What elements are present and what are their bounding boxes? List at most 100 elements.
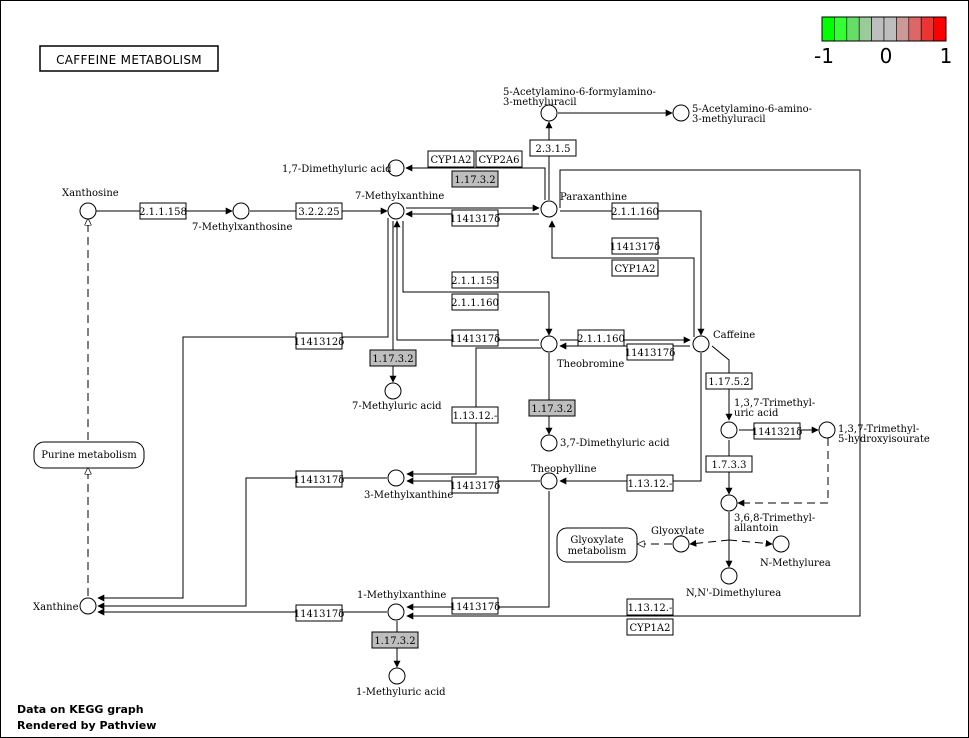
aamu-label-1: 5-Acetylamino-6-amino-: [692, 104, 812, 115]
theobromine-node[interactable]: [540, 335, 558, 353]
title-box: CAFFEINE METABOLISM: [39, 45, 219, 72]
enzyme-2-1-1-158[interactable]: 2.1.1.158: [139, 202, 187, 220]
enzyme-1141312b[interactable]: 1141312δ: [294, 332, 345, 350]
paraxanthine-node[interactable]: [540, 200, 558, 218]
n-methylurea-node[interactable]: [772, 535, 790, 553]
enzyme-1141317b-b[interactable]: 1141317δ: [610, 237, 661, 255]
enzyme-label: 1.13.12.-: [628, 603, 673, 614]
enzyme-2-1-1-160-c[interactable]: 2.1.1.160: [577, 329, 625, 347]
aamu-node[interactable]: [672, 104, 690, 122]
enzyme-label: 1.17.5.2: [708, 377, 749, 388]
enzyme-cyp1a2-mid[interactable]: CYP1A2: [611, 259, 659, 277]
caffeine-label: Caffeine: [713, 330, 755, 341]
enzyme-3-2-2-25[interactable]: 3.2.2.25: [295, 202, 343, 220]
trimethyluric-label-2: uric acid: [734, 408, 779, 419]
enzyme-cyp1a2-top[interactable]: CYP1A2: [427, 150, 475, 168]
scale-cell: [933, 16, 947, 42]
dashed-edges: [88, 219, 829, 596]
hydroxyisourate-label-1: 1,3,7-Trimethyl-: [838, 424, 919, 435]
allantoin-label-2: allantoin: [734, 523, 779, 534]
caffeine-node[interactable]: [692, 335, 710, 353]
scale-tick-max: 1: [940, 44, 953, 68]
enzyme-2-1-1-159[interactable]: 2.1.1.159: [451, 271, 499, 289]
glyoxylate-metabolism-map[interactable]: Glyoxylate metabolism: [556, 527, 638, 563]
enzyme-1141317b-h[interactable]: 1141317δ: [294, 604, 345, 622]
enzyme-2-1-1-160-b[interactable]: 2.1.1.160: [451, 293, 499, 311]
scale-tick-min: -1: [814, 44, 834, 68]
hydroxyisourate-node[interactable]: [818, 421, 836, 439]
enzyme-label: 1141317δ: [450, 602, 501, 613]
enzyme-1141317b-e[interactable]: 1141317δ: [294, 470, 345, 488]
scale-cell: [871, 16, 885, 42]
scale-cell: [821, 16, 835, 42]
scale-cell: [858, 16, 872, 42]
seven-methylxanthine-node[interactable]: [387, 202, 405, 220]
afmu-node[interactable]: [540, 104, 558, 122]
enzyme-label: 1.17.3.2: [372, 354, 413, 365]
enzyme-2-3-1-5[interactable]: 2.3.1.5: [529, 139, 577, 157]
glyoxylate-node[interactable]: [672, 535, 690, 553]
glyoxylate-label: Glyoxylate: [651, 526, 704, 537]
dimethyluric-37-label: 3,7-Dimethyluric acid: [560, 438, 670, 449]
enzyme-label: 1.17.3.2: [531, 404, 572, 415]
seven-methylxanthosine-node[interactable]: [232, 202, 250, 220]
enzyme-1-17-3-2-d[interactable]: 1.17.3.2: [371, 631, 419, 649]
enzyme-label: 1141317δ: [450, 214, 501, 225]
enzyme-1141321b[interactable]: 1141321δ: [752, 422, 803, 440]
enzyme-label: 1141317δ: [450, 334, 501, 345]
dimethyluric-37-node[interactable]: [540, 434, 558, 452]
enzyme-cyp2a6[interactable]: CYP2A6: [475, 150, 523, 168]
one-methylxanthine-node[interactable]: [387, 603, 405, 621]
xanthosine-label: Xanthosine: [62, 188, 119, 199]
reaction-edges: [96, 109, 861, 668]
three-methylxanthine-node[interactable]: [387, 469, 405, 487]
afmu-label-1: 5-Acetylamino-6-formylamino-: [503, 87, 656, 98]
scale-cell: [896, 16, 910, 42]
enzyme-1-17-5-2[interactable]: 1.17.5.2: [705, 372, 753, 390]
enzyme-1141317b-c[interactable]: 1141317δ: [450, 329, 501, 347]
enzyme-1141317b-f[interactable]: 1141317δ: [450, 476, 501, 494]
enzyme-label: 1.13.12.-: [628, 479, 673, 490]
enzyme-label: 1.13.12.-: [453, 411, 498, 422]
footer-line-2: Rendered by Pathview: [17, 719, 156, 732]
page-title: CAFFEINE METABOLISM: [56, 53, 202, 67]
enzyme-label: 2.1.1.160: [577, 334, 625, 345]
enzyme-1-13-12-b[interactable]: 1.13.12.-: [626, 474, 674, 492]
allantoin-node[interactable]: [720, 494, 738, 512]
enzyme-1-17-3-2-c[interactable]: 1.17.3.2: [528, 399, 576, 417]
scale-tick-mid: 0: [880, 44, 893, 68]
enzyme-label: 2.3.1.5: [536, 144, 571, 155]
hydroxyisourate-label-2: 5-hydroxyisourate: [838, 434, 930, 445]
theophylline-node[interactable]: [540, 472, 558, 490]
enzyme-cyp1a2-bot[interactable]: CYP1A2: [626, 618, 674, 636]
enzyme-label: 2.1.1.158: [139, 207, 187, 218]
scale-cell: [846, 16, 860, 42]
xanthine-node[interactable]: [79, 597, 97, 615]
one-methyluric-label: 1-Methyluric acid: [356, 687, 446, 698]
dimethyluric-17-node[interactable]: [387, 159, 405, 177]
xanthosine-node[interactable]: [79, 202, 97, 220]
enzyme-1-17-3-2-b[interactable]: 1.17.3.2: [369, 349, 417, 367]
enzyme-1-17-3-2-a[interactable]: 1.17.3.2: [451, 170, 499, 188]
purine-metabolism-map[interactable]: Purine metabolism: [33, 441, 145, 469]
paraxanthine-label: Paraxanthine: [560, 192, 627, 203]
enzyme-1141317b-a[interactable]: 1141317δ: [450, 209, 501, 227]
enzyme-1-13-12-a[interactable]: 1.13.12.-: [451, 406, 499, 424]
n-methylurea-label: N-Methylurea: [760, 558, 831, 569]
enzyme-1141317b-g[interactable]: 1141317δ: [450, 597, 501, 615]
enzyme-1-7-3-3[interactable]: 1.7.3.3: [705, 455, 753, 473]
scale-cell: [883, 16, 897, 42]
nn-dimethylurea-node[interactable]: [720, 567, 738, 585]
enzyme-1-13-12-c[interactable]: 1.13.12.-: [626, 598, 674, 616]
trimethyluric-node[interactable]: [720, 421, 738, 439]
theophylline-label: Theophylline: [531, 464, 597, 475]
enzyme-label: 2.1.1.159: [451, 276, 499, 287]
seven-methyluric-node[interactable]: [384, 382, 402, 400]
one-methyluric-node[interactable]: [388, 667, 406, 685]
theobromine-label: Theobromine: [557, 359, 624, 370]
enzyme-1141317b-d[interactable]: 1141317δ: [625, 343, 676, 361]
scale-cell: [920, 16, 934, 42]
enzyme-2-1-1-160-a[interactable]: 2.1.1.160: [611, 202, 659, 220]
purine-map-label: Purine metabolism: [41, 450, 137, 461]
